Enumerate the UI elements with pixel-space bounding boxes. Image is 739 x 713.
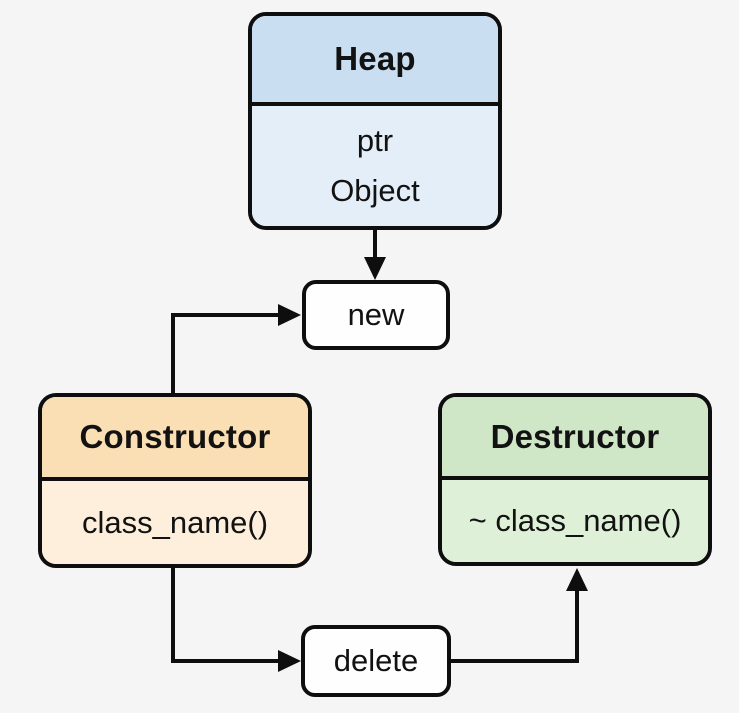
node-destructor: Destructor ~ class_name()	[438, 393, 712, 566]
arrow-constructor-to-new-line	[171, 313, 281, 393]
delete-pill-label: delete	[333, 643, 419, 678]
new-pill: new	[302, 280, 450, 350]
arrow-delete-to-destructor-head	[566, 568, 588, 591]
destructor-field-class-name: ~ class_name()	[468, 503, 682, 538]
constructor-field-class-name: class_name()	[81, 504, 269, 540]
node-heap: Heap ptr Object	[248, 12, 502, 230]
arrow-heap-to-new-head	[364, 257, 386, 280]
arrow-constructor-to-delete-head	[278, 650, 301, 672]
new-pill-label: new	[347, 297, 405, 332]
heap-title: Heap	[252, 16, 498, 106]
destructor-body: ~ class_name()	[442, 480, 708, 562]
constructor-title: Constructor	[42, 397, 308, 481]
node-constructor: Constructor class_name()	[38, 393, 312, 568]
destructor-title: Destructor	[442, 397, 708, 480]
heap-field-ptr: ptr	[356, 123, 394, 158]
heap-body: ptr Object	[252, 106, 498, 226]
arrow-constructor-to-delete-line	[171, 568, 281, 663]
delete-pill: delete	[301, 625, 451, 697]
heap-field-object: Object	[330, 173, 420, 208]
constructor-body: class_name()	[42, 481, 308, 564]
arrow-delete-to-destructor-line	[451, 588, 579, 663]
arrow-constructor-to-new-head	[278, 304, 301, 326]
